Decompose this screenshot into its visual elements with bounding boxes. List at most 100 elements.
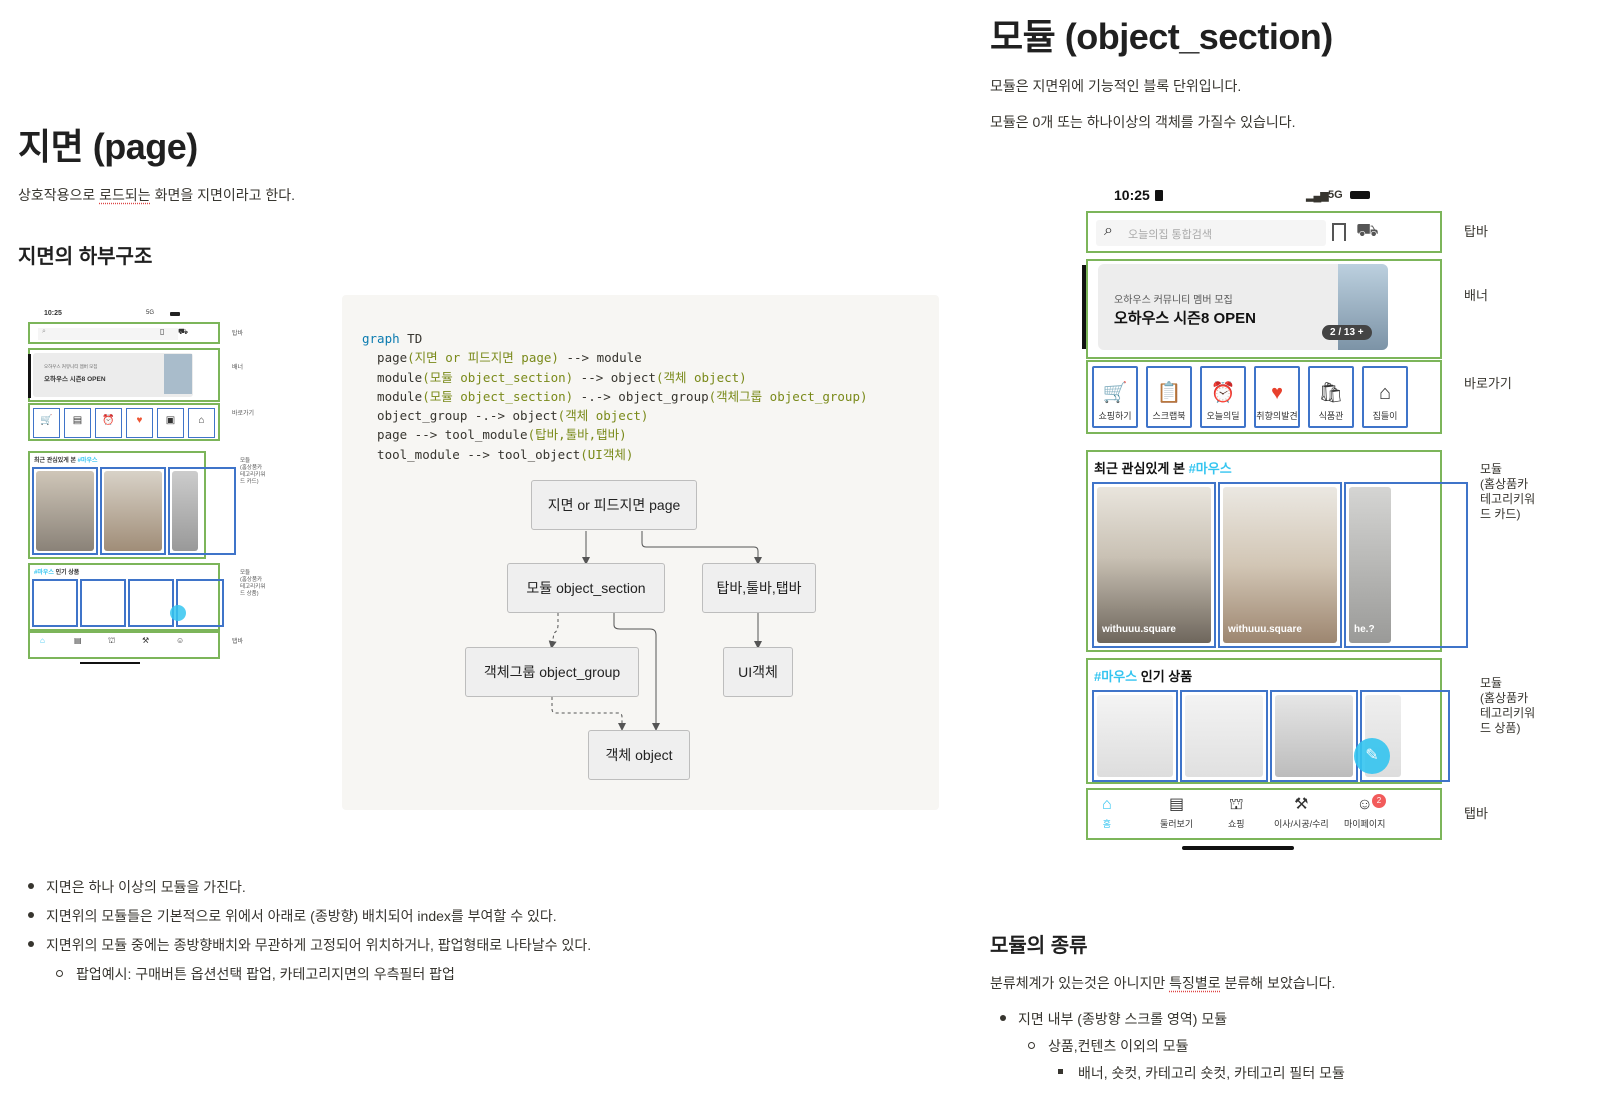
list-item: 상품,컨텐츠 이외의 모듈 (996, 1036, 1345, 1063)
small-label-shortcut: 바로가기 (232, 411, 255, 417)
label-module-product: 모듈 (홈상품카 테고리키워 드 상품) (1480, 676, 1536, 735)
shortcut-housewarming[interactable]: ⌂집들이 (1362, 366, 1408, 428)
cart-icon[interactable]: ⛟ (1356, 220, 1379, 240)
search-input[interactable] (1096, 220, 1326, 246)
status-lock-icon (1155, 190, 1163, 201)
tab-shopping[interactable]: ⛫쇼핑 (1228, 796, 1245, 829)
banner-subtitle: 오하우스 커뮤니티 멤버 모집 (1114, 295, 1233, 306)
product-card-3[interactable] (1270, 690, 1358, 782)
shortcut-scrapbook[interactable]: 📋스크랩북 (1146, 366, 1192, 428)
label-tabbar: 탭바 (1464, 806, 1488, 821)
small-recent-title: 최근 관심있게 본 #마우스 (34, 458, 98, 464)
bookmark-icon[interactable] (1332, 223, 1346, 241)
banner-edge (1082, 265, 1086, 349)
node-ui-object: UI객체 (723, 647, 793, 697)
product-card-2[interactable] (1180, 690, 1268, 782)
small-tabbar-box: ⌂ ▤ ⛫ ⚒ ☺ (28, 631, 220, 659)
small-bookmark-icon: ▯ (160, 327, 165, 336)
recent-module-title: 최근 관심있게 본 #마우스 (1094, 461, 1232, 476)
tab-my-page[interactable]: ☺마이페이지 (1344, 796, 1386, 829)
status-signal-large: 5G (1328, 189, 1343, 201)
status-signal: 5G (146, 310, 155, 316)
cart-icon: 🛒 (1102, 382, 1128, 404)
house-icon: ⌂ (1378, 382, 1392, 404)
alarm-clock-icon: ⏰ (1210, 382, 1236, 404)
small-label-tabbar: 탭바 (232, 639, 244, 645)
small-topbar-box: ⌕ ▯ ⛟ (28, 322, 220, 344)
recent-module-box: 최근 관심있게 본 #마우스 withuuu.square withuuu.sq… (1086, 450, 1468, 652)
popular-module-box: #마우스 인기 상품 ✎ (1086, 658, 1450, 784)
list-item: 팝업예시: 구매버튼 옵션선택 팝업, 카테고리지면의 우측필터 팝업 (24, 964, 591, 993)
small-shop-icon: ⛫ (108, 636, 116, 645)
small-product-3 (128, 579, 174, 627)
search-icon: ⌕ (1104, 222, 1113, 239)
mermaid-code-block[interactable]: graph TD page(지면 or 피드지면 page) --> modul… (342, 295, 939, 810)
small-phone-mockup: 10:25 5G ⌕ ▯ ⛟ 오하우스 커뮤니티 멤버 모집 오하우스 시즌8 … (28, 306, 278, 668)
small-card-3 (168, 467, 236, 555)
small-shortcut-house-icon: ⌂ (188, 408, 215, 438)
banner-box: 오하우스 커뮤니티 멤버 모집 오하우스 시즌8 OPEN 2 / 13 + (1082, 259, 1442, 359)
shortcut-discovery[interactable]: ♥취향의발견 (1254, 366, 1300, 428)
small-label-module-product: 모듈 (홈상품카 테고리키워 드 상품) (240, 570, 266, 597)
small-banner-sub: 오하우스 커뮤니티 멤버 모집 (44, 364, 98, 369)
label-module-card: 모듈 (홈상품카 테고리키워 드 카드) (1480, 462, 1536, 521)
profile-icon: ☺ (1356, 796, 1373, 813)
content-card-1[interactable]: withuuu.square (1092, 482, 1216, 648)
grocery-bag-icon: 🛍 (1318, 382, 1344, 404)
small-shortcut-row: 🛒 ▤ ⏰ ♥ ▣ ⌂ (33, 408, 215, 438)
small-search-icon: ⌕ (42, 328, 46, 335)
scrapbook-icon: 📋 (1156, 382, 1182, 404)
small-label-topbar: 탑바 (232, 331, 244, 337)
product-card-1[interactable] (1092, 690, 1178, 782)
home-indicator (1182, 846, 1294, 850)
node-page: 지면 or 피드지면 page (531, 480, 697, 530)
list-item: 지면 내부 (종방향 스크롤 영역) 모듈 (996, 1009, 1345, 1036)
small-profile-icon: ☺ (176, 636, 185, 645)
module-description-2: 모듈은 0개 또는 하나이상의 객체를 가질수 있습니다. (990, 114, 1296, 130)
browse-icon: ▤ (1169, 796, 1185, 813)
card-caption: withuuu.square (1228, 624, 1302, 635)
notification-badge: 2 (1372, 794, 1386, 808)
shortcut-shopping[interactable]: 🛒쇼핑하기 (1092, 366, 1138, 428)
banner-page-indicator: 2 / 13 + (1322, 325, 1372, 340)
shortcut-box: 🛒쇼핑하기 📋스크랩북 ⏰오늘의딜 ♥취향의발견 🛍식품관 ⌂집들이 (1086, 360, 1442, 434)
small-fab (170, 605, 186, 621)
tab-browse[interactable]: ▤둘러보기 (1160, 796, 1194, 829)
content-card-2[interactable]: withuuu.square (1218, 482, 1342, 648)
node-module: 모듈 object_section (507, 563, 665, 613)
small-shortcut-box: 🛒 ▤ ⏰ ♥ ▣ ⌂ (28, 403, 220, 441)
small-popular-title: #마우스 인기 상품 (34, 570, 80, 576)
tab-moving-service[interactable]: ⚒이사/시공/수리 (1274, 796, 1329, 829)
label-shortcut: 바로가기 (1464, 376, 1512, 391)
tab-home[interactable]: ⌂홈 (1102, 796, 1112, 829)
small-tools-icon: ⚒ (142, 636, 150, 645)
card-caption: he.? (1354, 624, 1375, 635)
content-card-3[interactable]: he.? (1344, 482, 1468, 648)
list-item: 지면위의 모듈들은 기본적으로 위에서 아래로 (종방향) 배치되어 index… (24, 906, 591, 935)
floating-write-button[interactable]: ✎ (1354, 738, 1390, 774)
shortcut-food[interactable]: 🛍식품관 (1308, 366, 1354, 428)
home-icon: ⌂ (1102, 796, 1112, 813)
list-item: 배너, 숏컷, 카테고리 숏컷, 카테고리 필터 모듈 (996, 1063, 1345, 1090)
small-shortcut-book-icon: ▤ (64, 408, 91, 438)
shortcut-today-deal[interactable]: ⏰오늘의딜 (1200, 366, 1246, 428)
large-phone-mockup: 10:25 ▂▄▆ 5G ⌕ 오늘의집 통합검색 ⛟ 오하우스 커뮤니티 멤버 … (1080, 180, 1550, 860)
small-banner-box: 오하우스 커뮤니티 멤버 모집 오하우스 시즌8 OPEN (28, 348, 220, 402)
mermaid-code: graph TD page(지면 or 피드지면 page) --> modul… (362, 331, 868, 462)
module-types-description: 분류체계가 있는것은 아니지만 특징별로 분류해 보았습니다. (990, 975, 1336, 991)
small-shortcut-cart-icon: 🛒 (33, 408, 60, 438)
small-label-banner: 배너 (232, 365, 244, 371)
small-shortcut-heart-icon: ♥ (126, 408, 153, 438)
small-banner-title: 오하우스 시즌8 OPEN (44, 376, 106, 383)
small-product-1 (32, 579, 78, 627)
small-popular-module-box: #마우스 인기 상품 (28, 563, 224, 631)
status-time-large: 10:25 (1114, 187, 1150, 203)
small-home-icon: ⌂ (40, 636, 45, 645)
search-placeholder: 오늘의집 통합검색 (1128, 229, 1213, 241)
tabbar-box: ⌂홈 ▤둘러보기 ⛫쇼핑 ⚒이사/시공/수리 ☺마이페이지 2 (1086, 788, 1442, 840)
popular-module-title: #마우스 인기 상품 (1094, 669, 1193, 684)
page-title: 지면 (page) (18, 126, 198, 167)
label-topbar: 탑바 (1464, 224, 1488, 239)
small-cart-icon: ⛟ (178, 327, 189, 336)
node-object-group: 객체그룹 object_group (465, 647, 639, 697)
